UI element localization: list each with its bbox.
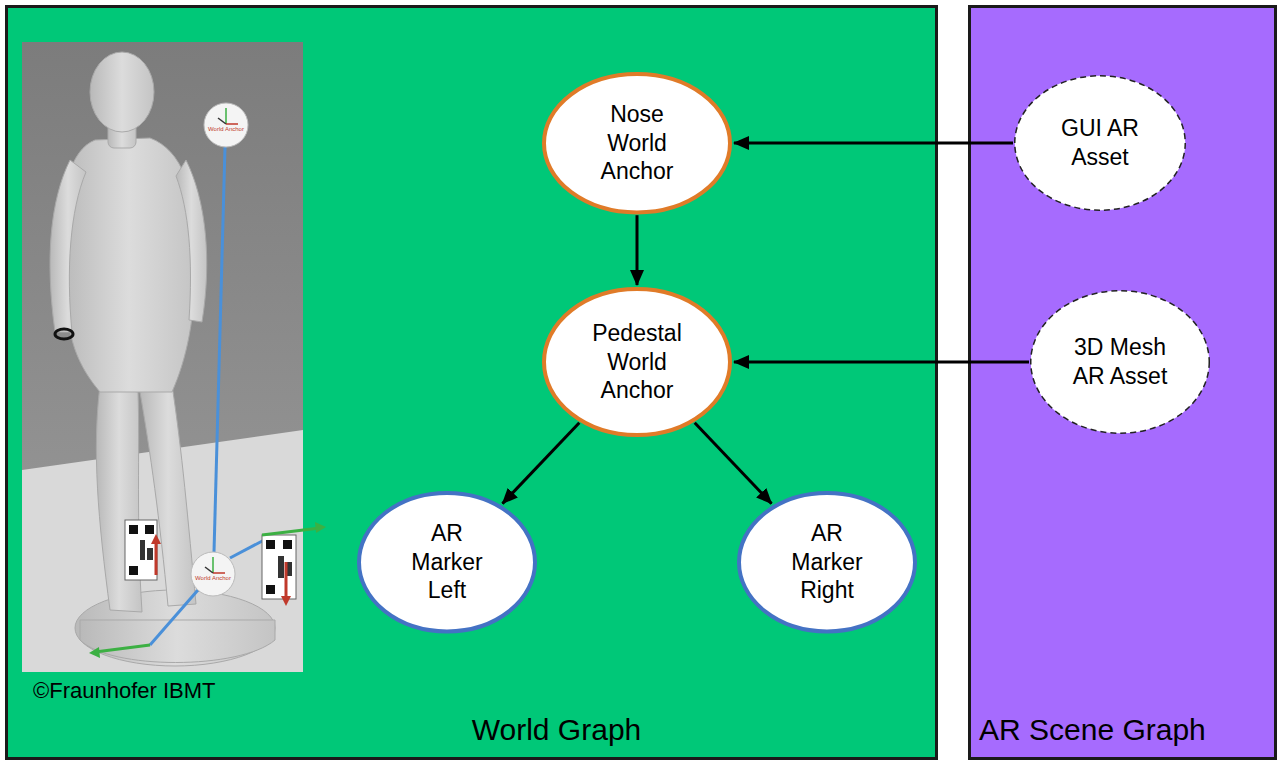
ellipse-outline [1014,75,1186,211]
arrow-connector [734,141,1013,144]
ar-scene-graph-panel: AR Scene Graph GUI AR Asset 3D Mesh AR Ass… [968,5,1277,760]
world-anchor-node: Nose World Anchor [542,72,732,214]
panel-title: World Graph [8,713,935,747]
node-label: GUI AR Asset [1050,114,1150,172]
anchor-icon-label: World Anchor [189,575,237,581]
ar-marker-node: AR Marker Right [737,491,917,633]
node-label: Pedestal World Anchor [587,319,687,405]
node-label: AR Marker Right [782,519,872,605]
arrow-connector [636,215,639,285]
arrow-connector [734,361,1029,364]
panel-title: AR Scene Graph [979,713,1206,747]
arrow-connector [502,423,579,504]
node-label: AR Marker Left [402,519,492,605]
ar-asset-node: 3D Mesh AR Asset [1030,290,1210,434]
anchor-icon-label: World Anchor [202,126,250,132]
world-anchor-node: Pedestal World Anchor [542,287,732,437]
arrow-connector [695,423,772,504]
ar-marker-node: AR Marker Left [357,491,537,633]
node-label: Nose World Anchor [587,100,687,186]
copyright-note: ©Fraunhofer IBMT [33,678,293,704]
node-label: 3D Mesh AR Asset [1070,333,1170,391]
ellipse-outline [1030,290,1210,434]
ar-asset-node: GUI AR Asset [1014,75,1186,211]
